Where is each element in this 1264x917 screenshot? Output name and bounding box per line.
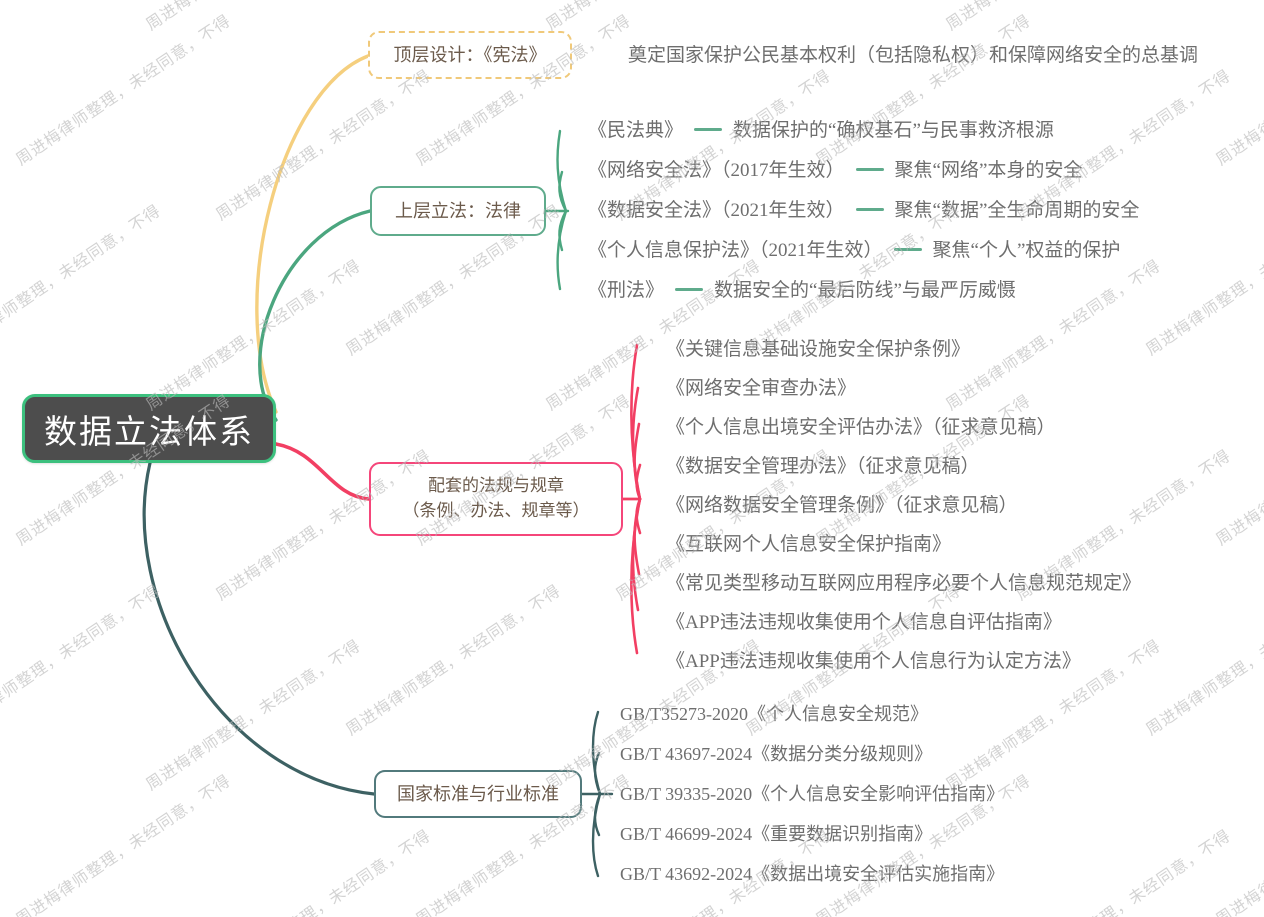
- leaf-title: 《APP违法违规收集使用个人信息自评估指南》: [666, 612, 1062, 633]
- leaf-row[interactable]: 《网络安全法》（2017年生效） 聚焦“网络”本身的安全: [588, 161, 1082, 180]
- leaf-title: 《数据安全法》（2021年生效）: [588, 200, 845, 221]
- leaf-row[interactable]: GB/T 43697-2024《数据分类分级规则》: [620, 745, 932, 763]
- leaf-row[interactable]: 《刑法》 数据安全的“最后防线”与最严厉威慑: [588, 281, 1016, 300]
- leaf-description: 数据保护的“确权基石”与民事救济根源: [733, 120, 1054, 141]
- connector-root-to-top-design: [255, 54, 370, 414]
- connector-group-supporting-regulations: [621, 343, 642, 655]
- leaf-dash-separator: [855, 207, 884, 211]
- branch-node-national-standards[interactable]: 国家标准与行业标准: [374, 770, 582, 818]
- leaf-description: 聚焦“个人”权益的保护: [932, 240, 1121, 261]
- connector-root-to-national-standards: [142, 461, 376, 796]
- branch-node-top-design[interactable]: 顶层设计：《宪法》: [368, 31, 572, 79]
- leaf-title: GB/T 43692-2024《数据出境安全评估实施指南》: [620, 864, 1005, 884]
- root-label: 数据立法体系: [44, 414, 254, 451]
- connector-group-national-standards: [580, 710, 614, 878]
- leaf-dash-separator: [694, 127, 723, 131]
- leaf-title: 《网络安全审查办法》: [666, 378, 857, 399]
- leaf-title: 《数据安全管理办法》（征求意见稿）: [666, 456, 980, 477]
- leaf-row[interactable]: 《个人信息出境安全评估办法》（征求意见稿）: [666, 418, 1056, 437]
- leaf-dash-separator: [675, 287, 704, 291]
- leaf-dash-separator: [855, 167, 884, 171]
- leaf-row[interactable]: 《网络安全审查办法》: [666, 379, 856, 398]
- leaf-row[interactable]: 《数据安全法》（2021年生效） 聚焦“数据”全生命周期的安全: [588, 201, 1139, 220]
- leaf-title: GB/T 46699-2024《重要数据识别指南》: [620, 824, 933, 844]
- branch-node-upper-legislation[interactable]: 上层立法：法律: [370, 186, 546, 236]
- leaf-row[interactable]: 《APP违法违规收集使用个人信息行为认定方法》: [666, 652, 1081, 671]
- leaf-row[interactable]: GB/T35273-2020《个人信息安全规范》: [620, 705, 928, 723]
- branch-label-top-design: 顶层设计：《宪法》: [393, 44, 547, 65]
- leaf-title: 《APP违法违规收集使用个人信息行为认定方法》: [666, 651, 1081, 672]
- branch-sublabel-supporting-regulations: （条例、办法、规章等）: [402, 501, 590, 520]
- leaf-row[interactable]: 《APP违法违规收集使用个人信息自评估指南》: [666, 613, 1062, 632]
- leaf-title: 《网络安全法》（2017年生效）: [588, 160, 845, 181]
- leaf-title: GB/T 43697-2024《数据分类分级规则》: [620, 744, 933, 764]
- leaf-description: 聚焦“网络”本身的安全: [894, 160, 1083, 181]
- leaf-title: 《互联网个人信息安全保护指南》: [666, 534, 952, 555]
- leaf-title: 《个人信息出境安全评估办法》（征求意见稿）: [666, 417, 1056, 438]
- branch-label-upper-legislation: 上层立法：法律: [395, 200, 521, 221]
- leaf-title: 《民法典》: [588, 120, 684, 141]
- branch-label-national-standards: 国家标准与行业标准: [397, 783, 559, 804]
- leaf-row[interactable]: 《互联网个人信息安全保护指南》: [666, 535, 951, 554]
- leaf-row[interactable]: 《民法典》 数据保护的“确权基石”与民事救济根源: [588, 121, 1054, 140]
- leaf-description: 奠定国家保护公民基本权利（包括隐私权）和保障网络安全的总基调: [628, 45, 1199, 66]
- leaf-row[interactable]: GB/T 39335-2020《个人信息安全影响评估指南》: [620, 785, 1004, 803]
- root-node[interactable]: 数据立法体系: [22, 394, 276, 463]
- leaf-title: 《关键信息基础设施安全保护条例》: [666, 339, 971, 360]
- leaf-description: 聚焦“数据”全生命周期的安全: [894, 200, 1140, 221]
- leaf-row[interactable]: 《数据安全管理办法》（征求意见稿）: [666, 457, 980, 476]
- branch-label-supporting-regulations: 配套的法规与规章: [428, 476, 564, 496]
- connector-root-to-supporting-regulations: [274, 442, 371, 501]
- leaf-title: GB/T 39335-2020《个人信息安全影响评估指南》: [620, 784, 1005, 804]
- leaf-row[interactable]: 《网络数据安全管理条例》（征求意见稿）: [666, 496, 1018, 515]
- leaf-title: 《个人信息保护法》（2021年生效）: [588, 240, 883, 261]
- leaf-title: GB/T35273-2020《个人信息安全规范》: [620, 704, 928, 724]
- leaf-row[interactable]: GB/T 46699-2024《重要数据识别指南》: [620, 825, 932, 843]
- leaf-dash-separator: [893, 247, 922, 251]
- leaf-description: 数据安全的“最后防线”与最严厉威慑: [714, 280, 1016, 301]
- leaf-title: 《刑法》: [588, 280, 665, 301]
- branch-node-supporting-regulations[interactable]: 配套的法规与规章 （条例、办法、规章等）: [369, 462, 623, 536]
- leaf-title: 《网络数据安全管理条例》（征求意见稿）: [666, 495, 1018, 516]
- leaf-row[interactable]: 《关键信息基础设施安全保护条例》: [666, 340, 970, 359]
- leaf-row[interactable]: GB/T 43692-2024《数据出境安全评估实施指南》: [620, 865, 1004, 883]
- leaf-row[interactable]: 《常见类型移动互联网应用程序必要个人信息规范规定》: [666, 574, 1141, 593]
- leaf-row[interactable]: 奠定国家保护公民基本权利（包括隐私权）和保障网络安全的总基调: [628, 46, 1198, 65]
- leaf-row[interactable]: 《个人信息保护法》（2021年生效） 聚焦“个人”权益的保护: [588, 241, 1120, 260]
- connector-root-to-upper-legislation: [258, 209, 372, 422]
- leaf-title: 《常见类型移动互联网应用程序必要个人信息规范规定》: [666, 573, 1142, 594]
- connector-group-upper-legislation: [544, 129, 570, 291]
